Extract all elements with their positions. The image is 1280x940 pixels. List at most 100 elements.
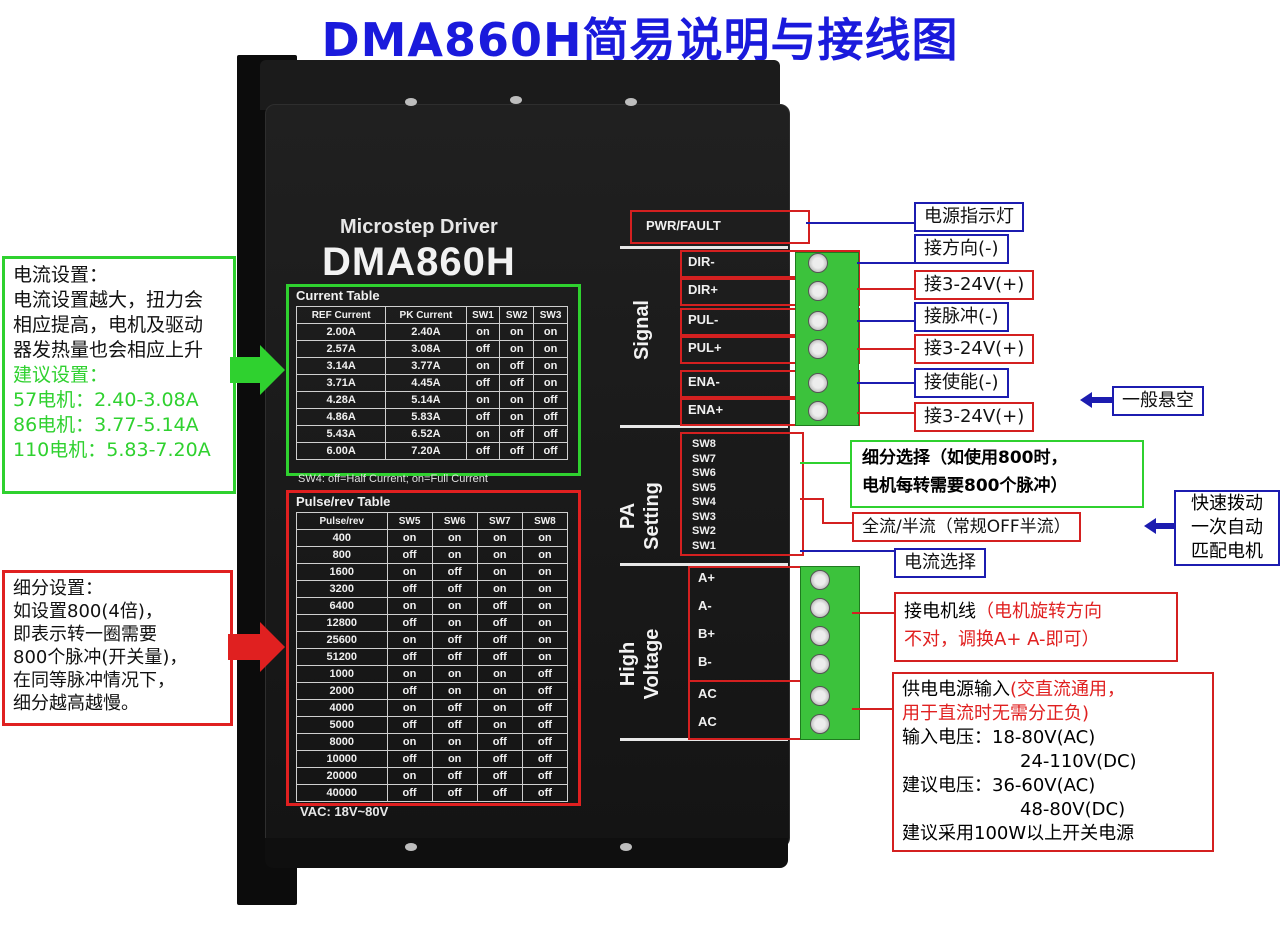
hv-pin-label: A+: [698, 570, 715, 585]
current-table-cell: 4.86A: [295, 408, 387, 426]
pulse-table-cell: off: [431, 580, 478, 598]
connector-line: [857, 320, 914, 322]
power-input-note: (交直流通用，: [1010, 679, 1126, 700]
current-setting-line: 相应提高，电机及驱动: [13, 314, 204, 336]
pulse-table-cell: on: [476, 699, 523, 717]
signal-pin-label: DIR+: [688, 282, 718, 297]
terminal-screw-icon: [810, 598, 830, 618]
current-table-cell: on: [533, 340, 568, 358]
pulse-table-cell: off: [476, 597, 523, 615]
switch-frame: [680, 432, 804, 556]
pulse-table-cell: on: [521, 546, 569, 564]
pulse-table-cell: on: [521, 563, 569, 581]
current-table-header-cell: SW1: [465, 306, 501, 324]
screw-icon: [620, 843, 632, 851]
pulse-table-header-cell: SW5: [386, 512, 433, 530]
pulse-table-cell: off: [476, 631, 523, 649]
pulse-table-cell: on: [386, 563, 433, 581]
pulse-table-cell: 5000: [296, 716, 388, 734]
pulse-table-cell: on: [476, 580, 523, 598]
pulse-table-cell: 51200: [296, 648, 388, 666]
hv-terminal-block: [800, 566, 860, 740]
connector-line: [800, 550, 896, 552]
terminal-screw-icon: [810, 686, 830, 706]
psu-note: 建议采用100W以上开关电源: [902, 823, 1135, 844]
label-current-select: 电流选择: [894, 548, 986, 578]
microstep-note-line: 即表示转一圈需要: [13, 624, 157, 645]
pwr-fault-frame: [630, 210, 810, 244]
switch-label: SW5: [692, 481, 716, 494]
pulse-table-cell: off: [431, 648, 478, 666]
pulse-table-cell: off: [386, 648, 433, 666]
label-dir-plus: 接3-24V(+): [914, 270, 1035, 300]
pulse-table-cell: 4000: [296, 699, 388, 717]
pulse-table-cell: on: [386, 767, 433, 785]
current-table-frame: [286, 284, 581, 476]
pulse-table-cell: off: [431, 767, 478, 785]
connector-line: [857, 288, 914, 290]
current-table-cell: on: [465, 323, 501, 341]
current-table-cell: 3.77A: [385, 357, 467, 375]
current-table-cell: 6.00A: [295, 442, 387, 460]
screw-icon: [405, 843, 417, 851]
connector-line: [800, 462, 850, 464]
pulse-table-header-cell: SW7: [476, 512, 523, 530]
terminal-screw-icon: [808, 253, 828, 273]
current-table-cell: off: [499, 357, 535, 375]
pulse-table-cell: 3200: [296, 580, 388, 598]
pulse-table-cell: 800: [296, 546, 388, 564]
pulse-table-cell: on: [386, 665, 433, 683]
pulse-table-frame: [286, 490, 581, 806]
pulse-table-cell: 6400: [296, 597, 388, 615]
pulse-table-cell: on: [521, 597, 569, 615]
label-motor-wire: 接电机线（电机旋转方向 不对，调换A+ A-即可）: [894, 592, 1178, 662]
signal-pin-frame: [680, 250, 860, 278]
divider: [620, 425, 788, 428]
suggest-line: 86电机：3.77-5.14A: [13, 414, 199, 436]
pulse-table-cell: on: [431, 682, 478, 700]
terminal-screw-icon: [808, 311, 828, 331]
current-table-cell: off: [533, 425, 568, 443]
label-ena-plus: 接3-24V(+): [914, 402, 1035, 432]
pulse-table-cell: off: [521, 784, 569, 802]
pulse-table-cell: 40000: [296, 784, 388, 802]
label-power-led: 电源指示灯: [914, 202, 1024, 232]
pulse-table-cell: off: [521, 750, 569, 768]
driver-brand: Microstep Driver: [340, 216, 498, 238]
pulse-table-cell: on: [521, 631, 569, 649]
label-dir-minus: 接方向(-): [914, 234, 1009, 264]
current-table-cell: off: [465, 442, 501, 460]
pulse-table-cell: off: [386, 682, 433, 700]
terminal-screw-icon: [810, 654, 830, 674]
current-table-cell: off: [465, 408, 501, 426]
pulse-table-cell: 8000: [296, 733, 388, 751]
power-input-text: 供电电源输入: [902, 679, 1010, 700]
current-table-cell: 5.14A: [385, 391, 467, 409]
pulse-table-cell: on: [386, 699, 433, 717]
signal-pin-label: ENA+: [688, 402, 724, 417]
pulse-table-cell: on: [476, 563, 523, 581]
current-table-cell: 7.20A: [385, 442, 467, 460]
pulse-table-cell: off: [476, 784, 523, 802]
page-title: DMA860H简易说明与接线图: [321, 13, 959, 67]
hv-pin-label: B+: [698, 626, 715, 641]
pulse-table-cell: off: [521, 716, 569, 734]
pulse-table-cell: off: [431, 631, 478, 649]
suggest-heading: 建议设置：: [13, 364, 109, 386]
current-table-cell: on: [533, 357, 568, 375]
label-pul-plus: 接3-24V(+): [914, 334, 1035, 364]
current-table-cell: 2.57A: [295, 340, 387, 358]
label-microstep-select: 细分选择（如使用800时， 电机每转需要800个脉冲）: [850, 440, 1144, 508]
driver-bottom-edge: [265, 838, 788, 868]
current-table-cell: off: [499, 442, 535, 460]
